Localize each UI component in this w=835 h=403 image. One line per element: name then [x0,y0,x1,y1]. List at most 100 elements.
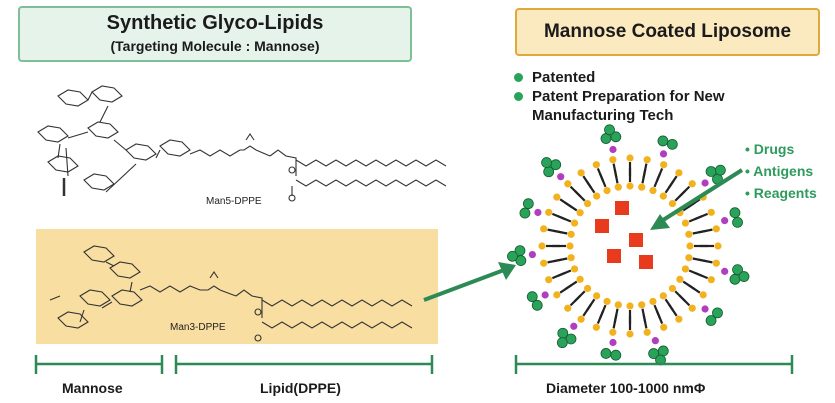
outer-lipid-tail [559,283,573,294]
mannose-linker-dot [528,250,536,259]
mannose-group-dot [604,124,615,136]
mannose-linker-dot [541,291,549,299]
mannose-linker-dot [609,338,617,347]
diameter-label: Diameter 100-1000 nmΦ [546,380,706,396]
outer-lipid-head [714,242,722,250]
inner-lipid-head [681,265,690,273]
glyco-lipids-title-box: Synthetic Glyco-Lipids (Targeting Molecu… [18,6,412,62]
inner-lipid-head [685,230,693,238]
outer-lipid-tail [694,212,709,221]
bullet-patented: Patented [512,68,725,87]
outer-lipid-head [564,304,572,312]
outer-lipid-tail [687,283,701,294]
bullet-patent-preparation: Patent Preparation for New [512,87,725,106]
mannose-group-dot [543,166,555,178]
mannose-linker-dot [651,337,659,345]
cargo-square [615,201,629,215]
outer-lipid-tail [569,294,582,307]
inner-lipid-head [603,186,611,195]
bullet-dot [514,92,523,101]
cargo-list: • Drugs • Antigens • Reagents [745,138,817,204]
mannose-linker-dot [557,173,565,181]
mannose-linker-dot [721,267,729,275]
mannose-bracket [34,355,164,374]
mannose-linker-dot [534,208,542,217]
outer-lipid-head [699,291,707,299]
outer-lipid-head [577,315,585,323]
mannose-group-dot [610,349,622,361]
inner-lipid-head [685,254,693,262]
mannose-group-dot [519,207,531,219]
inner-lipid-head [583,199,592,208]
outer-lipid-head [553,193,561,201]
outer-lipid-tail [667,303,678,317]
mannose-group-dot [705,315,717,326]
mannose-linker-dot [701,305,709,313]
mannose-group-dot [600,348,612,359]
outer-lipid-head [675,169,683,177]
cargo-square [639,255,653,269]
outer-lipid-head [564,180,572,188]
outer-lipid-head [540,225,548,233]
mannose-group-dot [732,264,743,276]
mannose-group-dot [666,138,678,150]
liposome-title: Mannose Coated Liposome [543,21,792,42]
outer-lipid-tail [596,167,605,182]
diameter-bracket [514,355,794,374]
inner-lipid-head [593,292,601,300]
outer-lipid-head [707,208,715,216]
mannose-group-dot [507,250,518,262]
mannose-group-dot [657,345,669,357]
targeting-arrow [423,262,516,302]
outer-lipid-head [712,259,720,267]
man3-linker [139,285,201,293]
inner-lipid-head [567,254,575,262]
cargo-square [629,233,643,247]
outer-lipid-tail [678,185,691,198]
bullet-manufacturing-tech: Manufacturing Tech [532,107,674,124]
outer-lipid-tail [642,163,648,178]
inner-lipid-head [649,297,657,306]
mannose-group-dot [705,166,717,177]
man5-upper-chain [295,159,447,167]
outer-lipid-tail [596,310,605,325]
outer-lipid-head [540,259,548,267]
mannose-group-dot [556,337,568,349]
mannose-group-dot [729,207,741,219]
outer-lipid-head [626,330,634,338]
outer-lipid-tail [612,163,618,178]
mannose-linker-dot [609,145,617,154]
outer-lipid-head [707,276,715,284]
man5-lower-chain [295,179,447,187]
outer-lipid-tail [547,228,562,234]
outer-lipid-head [545,208,553,216]
cargo-square [595,219,609,233]
inner-lipid-head [614,301,622,309]
outer-lipid-head [688,180,696,188]
outer-lipid-tail [687,198,701,209]
inner-lipid-head [659,192,667,200]
outer-lipid-tail [667,175,678,189]
mannose-group-dot [515,255,527,266]
cargo-arrow [650,168,744,230]
outer-lipid-head [609,328,617,336]
inner-lipid-head [626,182,634,190]
liposome-diagram [507,124,750,366]
outer-lipid-tail [547,258,562,264]
outer-lipid-head [592,161,600,169]
outer-lipid-head [712,225,720,233]
outer-lipid-head [538,242,546,250]
cargo-antigens: • Antigens [745,163,814,179]
outer-lipid-head [626,154,634,162]
outer-lipid-head [643,328,651,336]
man5-dppe-structure [37,85,447,202]
patent-bullet-list: Patented Patent Preparation for New Manu… [512,68,725,125]
outer-lipid-tail [551,271,566,280]
inner-lipid-head [576,275,584,283]
man5-linker [189,149,241,157]
man3-highlight-panel [36,229,438,344]
man3-lower-chain [261,321,413,329]
liposome-title-box: Mannose Coated Liposome [515,8,820,56]
cargo-square [607,249,621,263]
